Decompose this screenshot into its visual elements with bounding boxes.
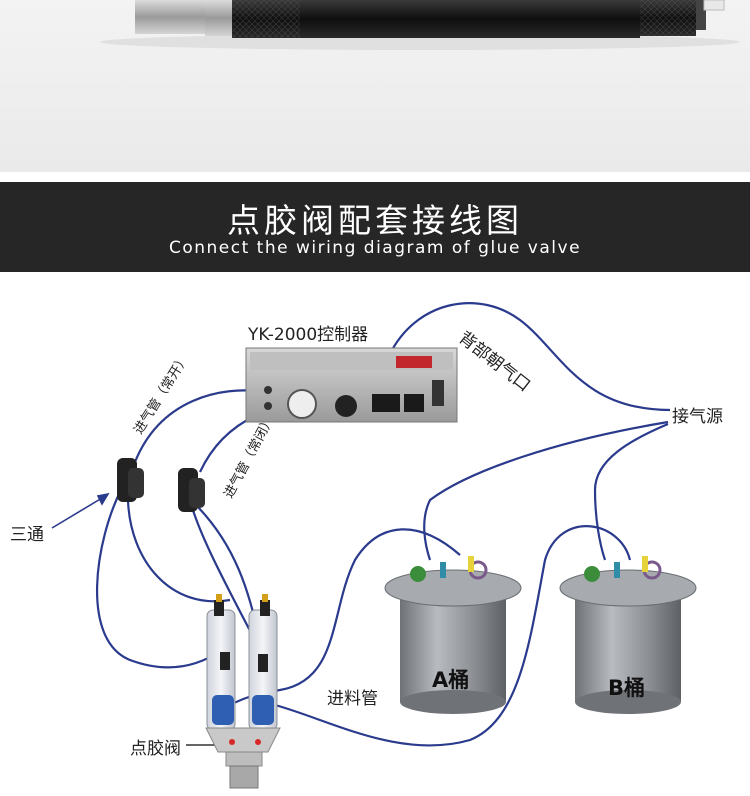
air-source-label: 接气源: [672, 407, 723, 427]
banner-title: 点胶阀配套接线图: [227, 201, 523, 240]
tube-feed-b: [274, 525, 632, 747]
controller-label: YK-2000控制器: [248, 325, 369, 345]
label-arrows: [51, 492, 222, 746]
tube-back-to-source: [391, 302, 671, 412]
product-photo: [0, 0, 750, 172]
tank-b: [559, 556, 697, 714]
banner-subtitle: Connect the wiring diagram of glue valve: [168, 238, 582, 258]
valve-body-image: [100, 0, 740, 50]
diagram-drawing: [51, 302, 697, 789]
spacer: [0, 172, 750, 182]
tube-source-to-tank-b: [593, 422, 669, 561]
three-way-label: 三通: [10, 525, 44, 545]
tee-connectors: [117, 458, 205, 512]
tube-tee-right: [126, 499, 231, 603]
valve-label: 点胶阀: [130, 739, 181, 759]
dispensing-valve: [205, 594, 281, 789]
tank-b-label: B桶: [608, 676, 646, 700]
tank-a-label: A桶: [432, 668, 470, 692]
feed-tube-label: 进料管: [327, 689, 378, 709]
tank-a: [384, 556, 522, 714]
controller-unit: [245, 347, 458, 423]
section-banner: 点胶阀配套接线图 Connect the wiring diagram of g…: [0, 182, 750, 272]
wiring-diagram: YK-2000控制器 背部朝气口 接气源 三通 进气管（常开） 进气管（常闭） …: [0, 272, 750, 796]
tube-source-to-tank-a: [423, 420, 669, 561]
tube-tee-left: [95, 487, 223, 669]
air-tubes: [95, 302, 671, 747]
